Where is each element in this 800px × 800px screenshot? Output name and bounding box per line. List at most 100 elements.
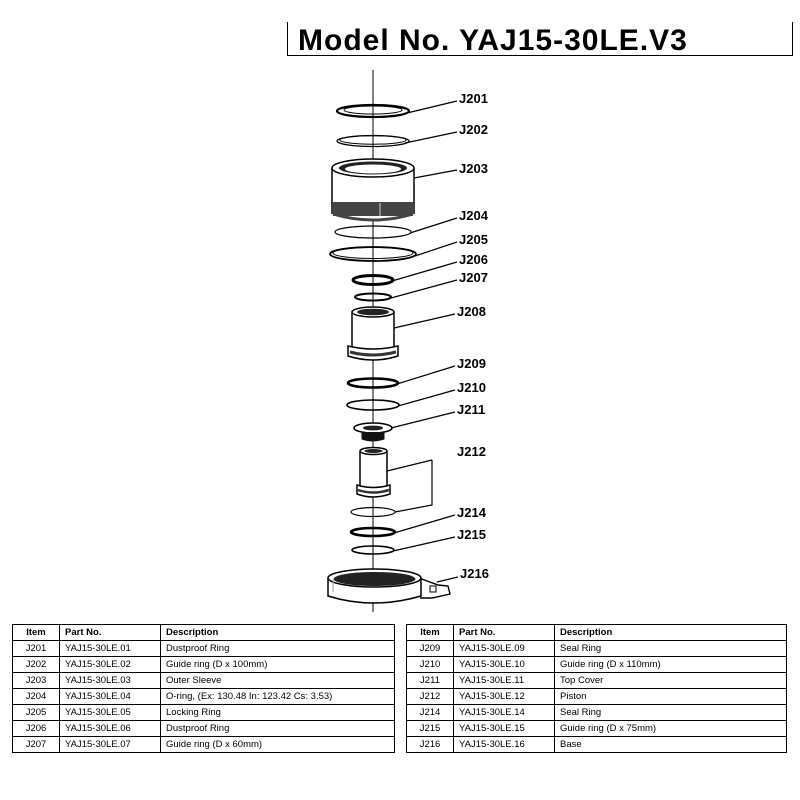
part-j204-o-ring bbox=[334, 225, 412, 239]
part-j207-guide-ring bbox=[354, 292, 392, 302]
description-cell: Locking Ring bbox=[160, 704, 395, 721]
part-j201-dustproof-ring bbox=[335, 103, 411, 119]
description-cell: Guide ring (D x 75mm) bbox=[554, 720, 787, 737]
description-cell: Seal Ring bbox=[554, 704, 787, 721]
item-cell: J210 bbox=[406, 656, 454, 673]
exploded-view-diagram: J201 J202 J203 J204 J205 J206 J207 J208 … bbox=[327, 70, 489, 612]
description-cell: Dustproof Ring bbox=[160, 640, 395, 657]
item-cell: J204 bbox=[12, 688, 60, 705]
part-no-cell: YAJ15-30LE.12 bbox=[453, 688, 555, 705]
description-cell: Top Cover bbox=[554, 672, 787, 689]
callout-j216: J216 bbox=[460, 566, 489, 581]
item-cell: J202 bbox=[12, 656, 60, 673]
callout-j208: J208 bbox=[457, 304, 486, 319]
part-no-cell: YAJ15-30LE.01 bbox=[59, 640, 161, 657]
item-cell: J214 bbox=[406, 704, 454, 721]
part-no-cell: YAJ15-30LE.04 bbox=[59, 688, 161, 705]
callout-j207: J207 bbox=[459, 270, 488, 285]
model-title: Model No. YAJ15-30LE.V3 bbox=[298, 24, 688, 56]
part-j202-guide-ring bbox=[336, 134, 410, 148]
description-cell: Guide ring (D x 110mm) bbox=[554, 656, 787, 673]
item-cell: J206 bbox=[12, 720, 60, 737]
column-header-part-no: Part No. bbox=[59, 624, 161, 641]
description-cell: O-ring, (Ex: 130.48 In: 123.42 Cs: 3.53) bbox=[160, 688, 395, 705]
callout-j205: J205 bbox=[459, 232, 488, 247]
item-cell: J215 bbox=[406, 720, 454, 737]
callout-j211: J211 bbox=[457, 402, 485, 417]
callout-j214: J214 bbox=[457, 505, 487, 520]
column-header-part-no: Part No. bbox=[453, 624, 555, 641]
part-no-cell: YAJ15-30LE.10 bbox=[453, 656, 555, 673]
part-j214-seal-ring bbox=[349, 526, 397, 538]
column-header-item: Item bbox=[12, 624, 60, 641]
column-header-description: Description bbox=[160, 624, 395, 641]
callout-j210: J210 bbox=[457, 380, 486, 395]
part-j208-cylinder bbox=[347, 306, 399, 361]
callout-j201: J201 bbox=[459, 91, 488, 106]
part-no-cell: YAJ15-30LE.05 bbox=[59, 704, 161, 721]
item-cell: J212 bbox=[406, 688, 454, 705]
callout-j203: J203 bbox=[459, 161, 488, 176]
part-j205-locking-ring bbox=[329, 246, 417, 262]
part-no-cell: YAJ15-30LE.03 bbox=[59, 672, 161, 689]
part-j212-piston bbox=[356, 446, 391, 498]
part-no-cell: YAJ15-30LE.07 bbox=[59, 736, 161, 753]
description-cell: Guide ring (D x 100mm) bbox=[160, 656, 395, 673]
part-no-cell: YAJ15-30LE.02 bbox=[59, 656, 161, 673]
item-cell: J216 bbox=[406, 736, 454, 753]
item-cell: J203 bbox=[12, 672, 60, 689]
callout-j212: J212 bbox=[457, 444, 486, 459]
callout-j204: J204 bbox=[459, 208, 489, 223]
part-j216-base bbox=[327, 568, 451, 604]
part-no-cell: YAJ15-30LE.06 bbox=[59, 720, 161, 737]
column-header-description: Description bbox=[554, 624, 787, 641]
part-j211-top-cover bbox=[353, 422, 393, 442]
model-header-box: Model No. YAJ15-30LE.V3 bbox=[287, 22, 793, 56]
part-no-cell: YAJ15-30LE.15 bbox=[453, 720, 555, 737]
callout-j209: J209 bbox=[457, 356, 486, 371]
item-cell: J207 bbox=[12, 736, 60, 753]
description-cell: Outer Sleeve bbox=[160, 672, 395, 689]
description-cell: Base bbox=[554, 736, 787, 753]
callout-j215: J215 bbox=[457, 527, 486, 542]
part-no-cell: YAJ15-30LE.16 bbox=[453, 736, 555, 753]
table-header-row: Item Part No. Description bbox=[406, 624, 787, 641]
part-j203-outer-sleeve bbox=[331, 158, 415, 222]
item-cell: J205 bbox=[12, 704, 60, 721]
item-cell: J201 bbox=[12, 640, 60, 657]
part-no-cell: YAJ15-30LE.14 bbox=[453, 704, 555, 721]
item-cell: J211 bbox=[406, 672, 454, 689]
part-j209-seal-ring bbox=[346, 377, 400, 389]
table-header-row: Item Part No. Description bbox=[12, 624, 395, 641]
item-cell: J209 bbox=[406, 640, 454, 657]
description-cell: Piston bbox=[554, 688, 787, 705]
part-j210-guide-ring bbox=[346, 399, 400, 411]
description-cell: Guide ring (D x 60mm) bbox=[160, 736, 395, 753]
callout-j202: J202 bbox=[459, 122, 488, 137]
part-no-cell: YAJ15-30LE.09 bbox=[453, 640, 555, 657]
description-cell: Seal Ring bbox=[554, 640, 787, 657]
leader-lines bbox=[386, 100, 459, 583]
part-no-cell: YAJ15-30LE.11 bbox=[453, 672, 555, 689]
callout-j206: J206 bbox=[459, 252, 488, 267]
part-j215-guide-ring bbox=[351, 545, 395, 555]
description-cell: Dustproof Ring bbox=[160, 720, 395, 737]
part-j206-dustproof-ring bbox=[351, 274, 395, 286]
column-header-item: Item bbox=[406, 624, 454, 641]
